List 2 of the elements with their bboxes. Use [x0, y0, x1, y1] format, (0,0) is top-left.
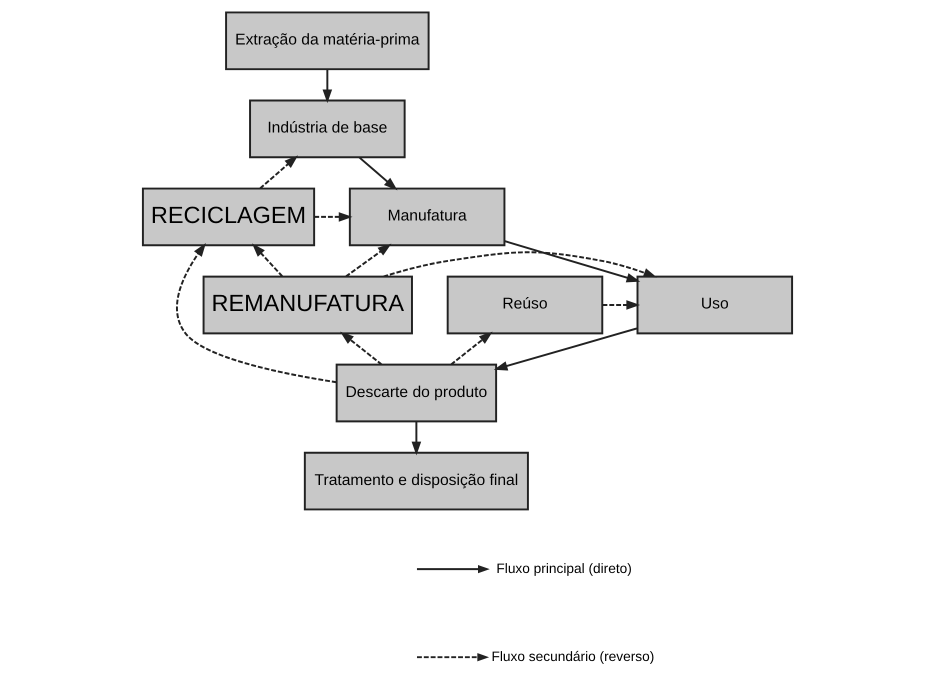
legend-label: Fluxo secundário (reverso) [491, 648, 654, 664]
legend-label: Fluxo principal (direto) [496, 560, 632, 576]
